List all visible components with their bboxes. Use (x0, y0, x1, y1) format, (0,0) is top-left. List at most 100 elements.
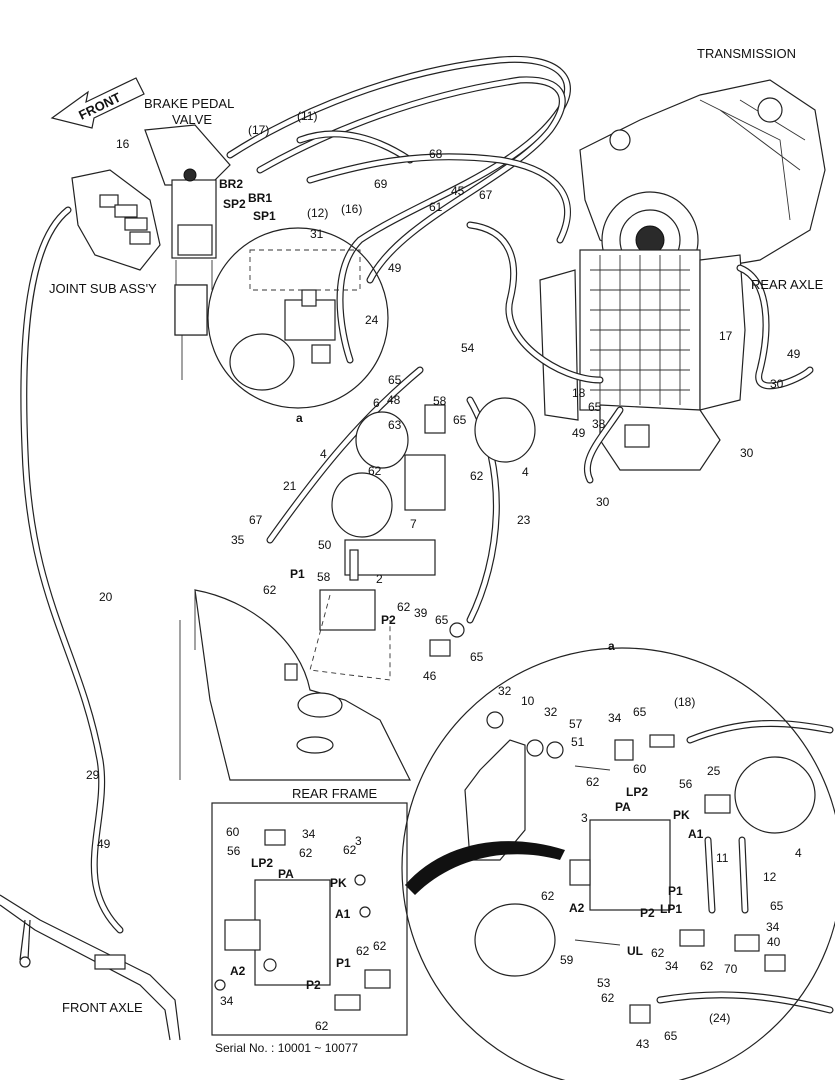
part-callout: 62 (299, 846, 313, 860)
label-rear-axle: REAR AXLE (751, 277, 824, 292)
part-callout: 4 (522, 465, 529, 479)
part-callout: 54 (461, 341, 475, 355)
part-callout: 65 (633, 705, 647, 719)
part-callout: 12 (763, 870, 777, 884)
part-callout: 10 (521, 694, 535, 708)
port-label: LP1 (660, 902, 682, 916)
port-labels: BR2 SP2 BR1 SP1 P1 P2 PA LP2 PK A1 A2 P1… (219, 177, 704, 992)
accumulator-valve-assembly (309, 397, 536, 681)
part-callout: 68 (429, 147, 443, 161)
part-callout: 62 (601, 991, 615, 1005)
part-callout: 58 (317, 570, 331, 584)
part-callout: 65 (435, 613, 449, 627)
label-transmission: TRANSMISSION (697, 46, 796, 61)
part-callout: 32 (498, 684, 512, 698)
part-callout: 20 (99, 590, 113, 604)
part-callout: 34 (220, 994, 234, 1008)
label-brake-pedal: BRAKE PEDAL (144, 96, 234, 111)
part-callout: 49 (97, 837, 111, 851)
part-callout: 65 (664, 1029, 678, 1043)
part-callout: 58 (433, 394, 447, 408)
part-callout: 62 (356, 944, 370, 958)
port-label: PA (615, 800, 631, 814)
rear-frame (179, 589, 411, 781)
part-callout: 6 (373, 396, 380, 410)
port-label: P2 (640, 906, 655, 920)
part-callout: 60 (633, 762, 647, 776)
part-callout: 65 (453, 413, 467, 427)
joint-sub-assy (71, 169, 161, 271)
part-callout: 62 (470, 469, 484, 483)
detail-marker-top: a (296, 411, 303, 425)
brake-pedal-valve (144, 124, 231, 380)
part-callout: 49 (388, 261, 402, 275)
port-label: P2 (381, 613, 396, 627)
port-label: SP2 (223, 197, 246, 211)
part-callout: 56 (679, 777, 693, 791)
part-callout: 34 (766, 920, 780, 934)
part-callout: 3 (355, 834, 362, 848)
port-label: PA (278, 867, 294, 881)
label-valve: VALVE (172, 112, 212, 127)
hose-group (20, 55, 834, 1014)
part-callout: 60 (226, 825, 240, 839)
port-label: LP2 (626, 785, 648, 799)
part-callout: 23 (517, 513, 531, 527)
port-label: UL (627, 944, 643, 958)
part-callout: 21 (283, 479, 297, 493)
port-label: P2 (306, 978, 321, 992)
part-callout: (12) (307, 206, 328, 220)
port-label: LP2 (251, 856, 273, 870)
part-callout: 39 (414, 606, 428, 620)
part-callout: 65 (770, 899, 784, 913)
label-rear-frame: REAR FRAME (292, 786, 378, 801)
part-callout: 50 (318, 538, 332, 552)
part-callout: 40 (767, 935, 781, 949)
part-callout: 38 (592, 417, 606, 431)
part-callout: 30 (740, 446, 754, 460)
part-callout: 63 (388, 418, 402, 432)
detail-circle-top (174, 227, 389, 409)
part-callout: (11) (297, 109, 317, 123)
part-callout: 46 (423, 669, 437, 683)
part-callout: 62 (373, 939, 387, 953)
port-label: P1 (336, 956, 351, 970)
part-callout: 45 (451, 184, 465, 198)
label-joint-sub-assy: JOINT SUB ASS'Y (49, 281, 157, 296)
part-callout: 61 (429, 200, 443, 214)
port-label: A2 (230, 964, 246, 978)
front-arrow: FRONT (50, 77, 145, 129)
port-label: BR2 (219, 177, 243, 191)
part-callout: 62 (315, 1019, 329, 1033)
part-callout: 35 (231, 533, 245, 547)
detail-pointer-arrow (405, 841, 565, 895)
part-callout: 56 (227, 844, 241, 858)
port-label: PK (330, 876, 347, 890)
part-callout: 30 (596, 495, 610, 509)
part-callout: 43 (636, 1037, 650, 1051)
part-callout: 34 (302, 827, 316, 841)
part-callout: 70 (724, 962, 738, 976)
part-callout: 7 (410, 517, 417, 531)
part-callout: 2 (376, 572, 383, 586)
part-callout: 31 (310, 227, 324, 241)
part-callout: 65 (588, 400, 602, 414)
part-callout: 59 (560, 953, 574, 967)
part-callout: 62 (343, 843, 357, 857)
port-label: SP1 (253, 209, 276, 223)
part-callout: 48 (387, 393, 401, 407)
part-callout: 16 (116, 137, 130, 151)
part-callout: 3 (581, 811, 588, 825)
part-callout: 34 (665, 959, 679, 973)
part-callout: 62 (700, 959, 714, 973)
part-callout: 49 (787, 347, 801, 361)
part-callout: (16) (341, 202, 362, 216)
part-callout: 34 (608, 711, 622, 725)
part-callout: 67 (479, 188, 493, 202)
transmission-body (539, 79, 826, 471)
part-callout: 51 (571, 735, 585, 749)
port-label: P1 (290, 567, 305, 581)
port-label: A2 (569, 901, 585, 915)
